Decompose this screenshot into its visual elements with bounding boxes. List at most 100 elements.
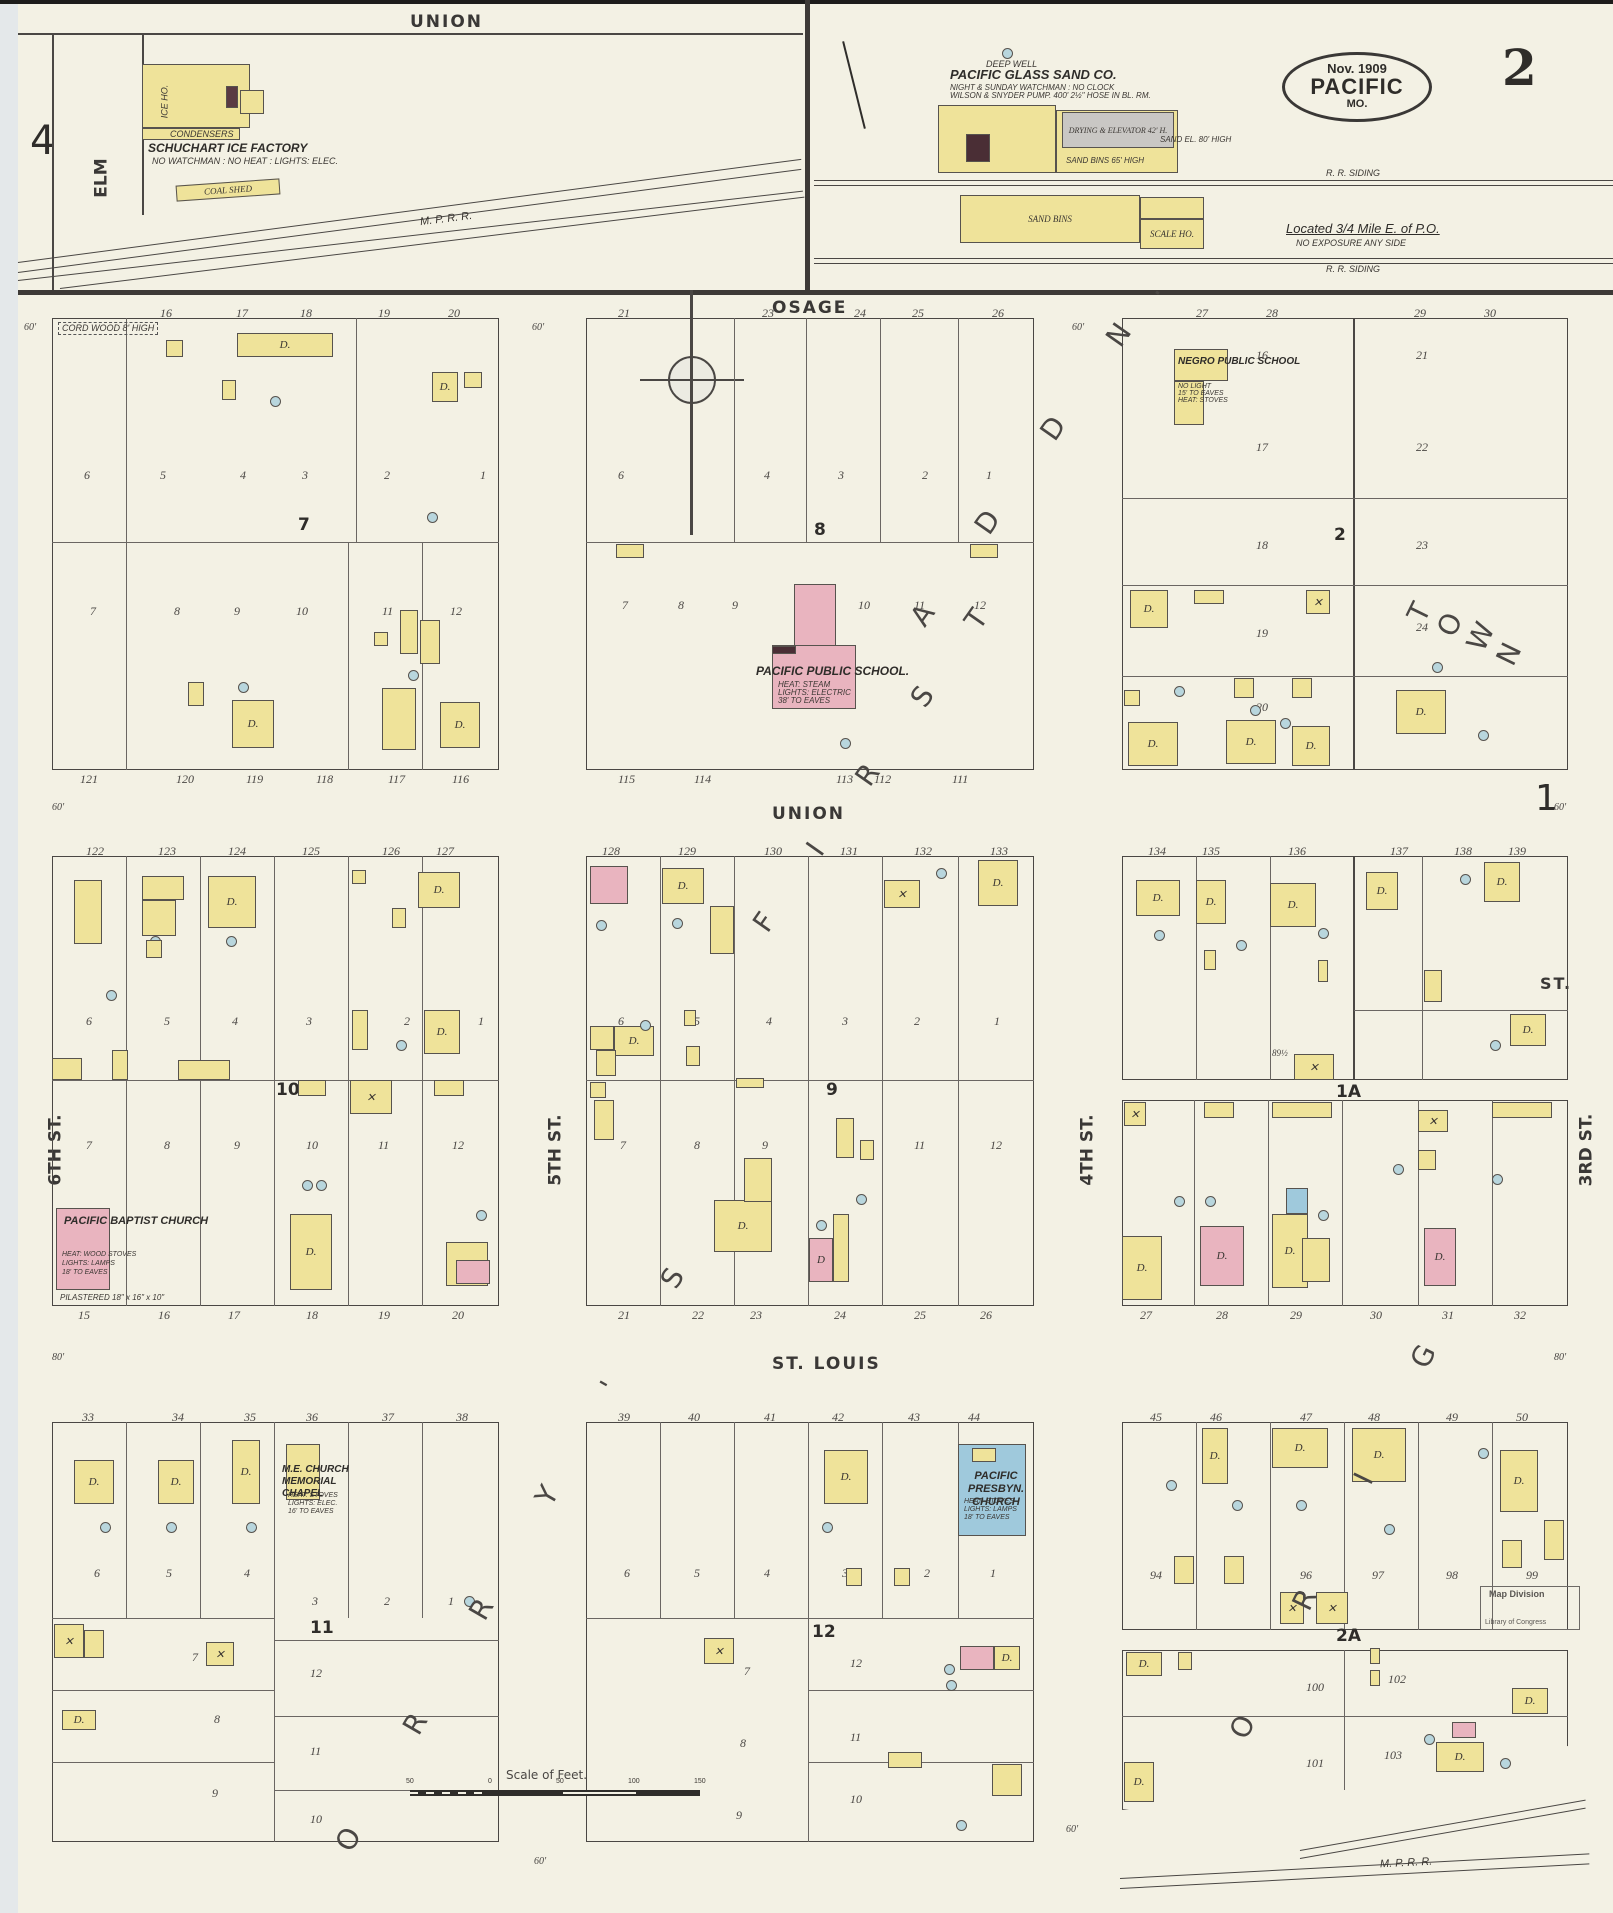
lot-number: 133: [990, 844, 1008, 858]
block-2-west: [1122, 318, 1354, 770]
brick-dwelling: D.: [1424, 1228, 1456, 1286]
lot-number: 19: [1256, 626, 1268, 640]
outbuilding: [298, 1080, 326, 1096]
lot-number: 50: [1516, 1410, 1528, 1424]
lot-number: 39: [618, 1410, 630, 1424]
lot-line: [1344, 1422, 1346, 1630]
rr-siding-label-bottom: R. R. SIDING: [1326, 264, 1381, 274]
lot-line: [52, 542, 499, 544]
lot-number: 98: [1446, 1568, 1458, 1582]
street-width: 60': [1072, 322, 1085, 333]
lot-number: 32: [1514, 1308, 1526, 1322]
lot-number: 138: [1454, 844, 1472, 858]
dwelling: D.: [208, 876, 256, 928]
coal-shed-label: COAL SHED: [203, 183, 253, 197]
lot-line: [806, 318, 808, 542]
elm-street-line: [52, 35, 54, 290]
lot-number: 2: [384, 468, 390, 482]
lot-line: [422, 856, 424, 1306]
lot-line: [1354, 1010, 1568, 1012]
lot-line: [52, 1618, 274, 1620]
railroad-track: [1119, 1863, 1590, 1890]
lot-number: 24: [1416, 620, 1428, 634]
outbuilding: [836, 1118, 854, 1158]
lot-number: 4: [766, 1014, 772, 1028]
cistern: [1166, 1480, 1177, 1491]
lot-number: 5: [694, 1014, 700, 1028]
lot-number: 97: [1372, 1568, 1384, 1582]
brick-dwelling: D.: [1200, 1226, 1244, 1286]
dwelling: D.: [1272, 1428, 1328, 1468]
long-sand-bins: SAND BINS: [960, 195, 1140, 243]
lot-line: [1354, 498, 1568, 500]
lot-number: 125: [302, 844, 320, 858]
presbyterian-name: PACIFIC PRESBYN. CHURCH: [967, 1470, 1025, 1508]
lot-line: [882, 856, 884, 1306]
dwelling: D.: [1196, 880, 1226, 924]
auto-house: [1502, 1540, 1522, 1568]
lot-number: 28: [1216, 1308, 1228, 1322]
lot-number: 4: [232, 1014, 238, 1028]
lot-number: 117: [388, 772, 406, 786]
lot-line: [1418, 1100, 1420, 1306]
cistern: [106, 990, 117, 1001]
dwelling: [74, 880, 102, 944]
boiler-icon: [966, 134, 990, 162]
outbuilding: [84, 1630, 104, 1658]
lot-number: 11: [914, 598, 926, 612]
outbuilding: [1370, 1648, 1380, 1664]
lot-number: 1: [478, 1014, 484, 1028]
brick-addition: [456, 1260, 490, 1284]
dwelling: D.: [1270, 883, 1316, 927]
negro-school-note: 15' TO EAVES: [1178, 390, 1224, 397]
street-label-st-louis: ST. LOUIS: [772, 1354, 881, 1374]
lot-number: 26: [980, 1308, 992, 1322]
dwelling: D.: [290, 1214, 332, 1290]
adjacent-sheet-left: 4: [30, 118, 56, 164]
stamp-line2: Library of Congress: [1485, 1619, 1547, 1626]
lot-line: [348, 856, 350, 1306]
lot-number: 9: [234, 1138, 240, 1152]
outbuilding: [1544, 1520, 1564, 1560]
lot-number: 9: [212, 1786, 218, 1800]
shed: [888, 1752, 922, 1768]
block-number-11: 11: [310, 1618, 334, 1638]
sand-bins-label: SAND BINS 65' HIGH: [1066, 156, 1144, 165]
lot-number: 24: [834, 1308, 846, 1322]
lot-number: 4: [764, 468, 770, 482]
scan-border-left: [0, 0, 18, 1913]
scale-bar: [410, 1790, 700, 1796]
lot-number: 16: [158, 1308, 170, 1322]
lot-line: [126, 1422, 128, 1618]
dwelling: D.: [1396, 690, 1446, 734]
outbuilding: [1124, 690, 1140, 706]
well: [1478, 1448, 1489, 1459]
lot-number: 3: [302, 468, 308, 482]
well: [1250, 705, 1261, 716]
boiler-icon: [226, 86, 238, 108]
lot-number: 11: [382, 604, 394, 618]
lot-number: 10: [296, 604, 308, 618]
public-school-eaves: 38' TO EAVES: [778, 696, 831, 705]
compass-ew-line: [640, 379, 744, 381]
lot-number: 23: [1416, 538, 1428, 552]
lot-line: [734, 856, 736, 1306]
lot-number: 7: [90, 604, 96, 618]
lot-number: 22: [1416, 440, 1428, 454]
lot-number: 22: [692, 1308, 704, 1322]
exposure-note: NO EXPOSURE ANY SIDE: [1296, 238, 1407, 248]
lot-line: [1342, 1100, 1344, 1306]
title-cartouche: Nov. 1909 PACIFIC MO.: [1282, 52, 1432, 122]
street-width: 60': [534, 1856, 547, 1867]
well: [1232, 1500, 1243, 1511]
water-closet: [616, 544, 644, 558]
lot-line: [734, 318, 736, 542]
outbuilding: [590, 1082, 606, 1098]
glass-sand-notes-1: NIGHT & SUNDAY WATCHMAN : NO CLOCK: [950, 83, 1115, 92]
well: [1174, 686, 1185, 697]
street-width: 60': [52, 802, 65, 813]
lot-number: 127: [436, 844, 454, 858]
